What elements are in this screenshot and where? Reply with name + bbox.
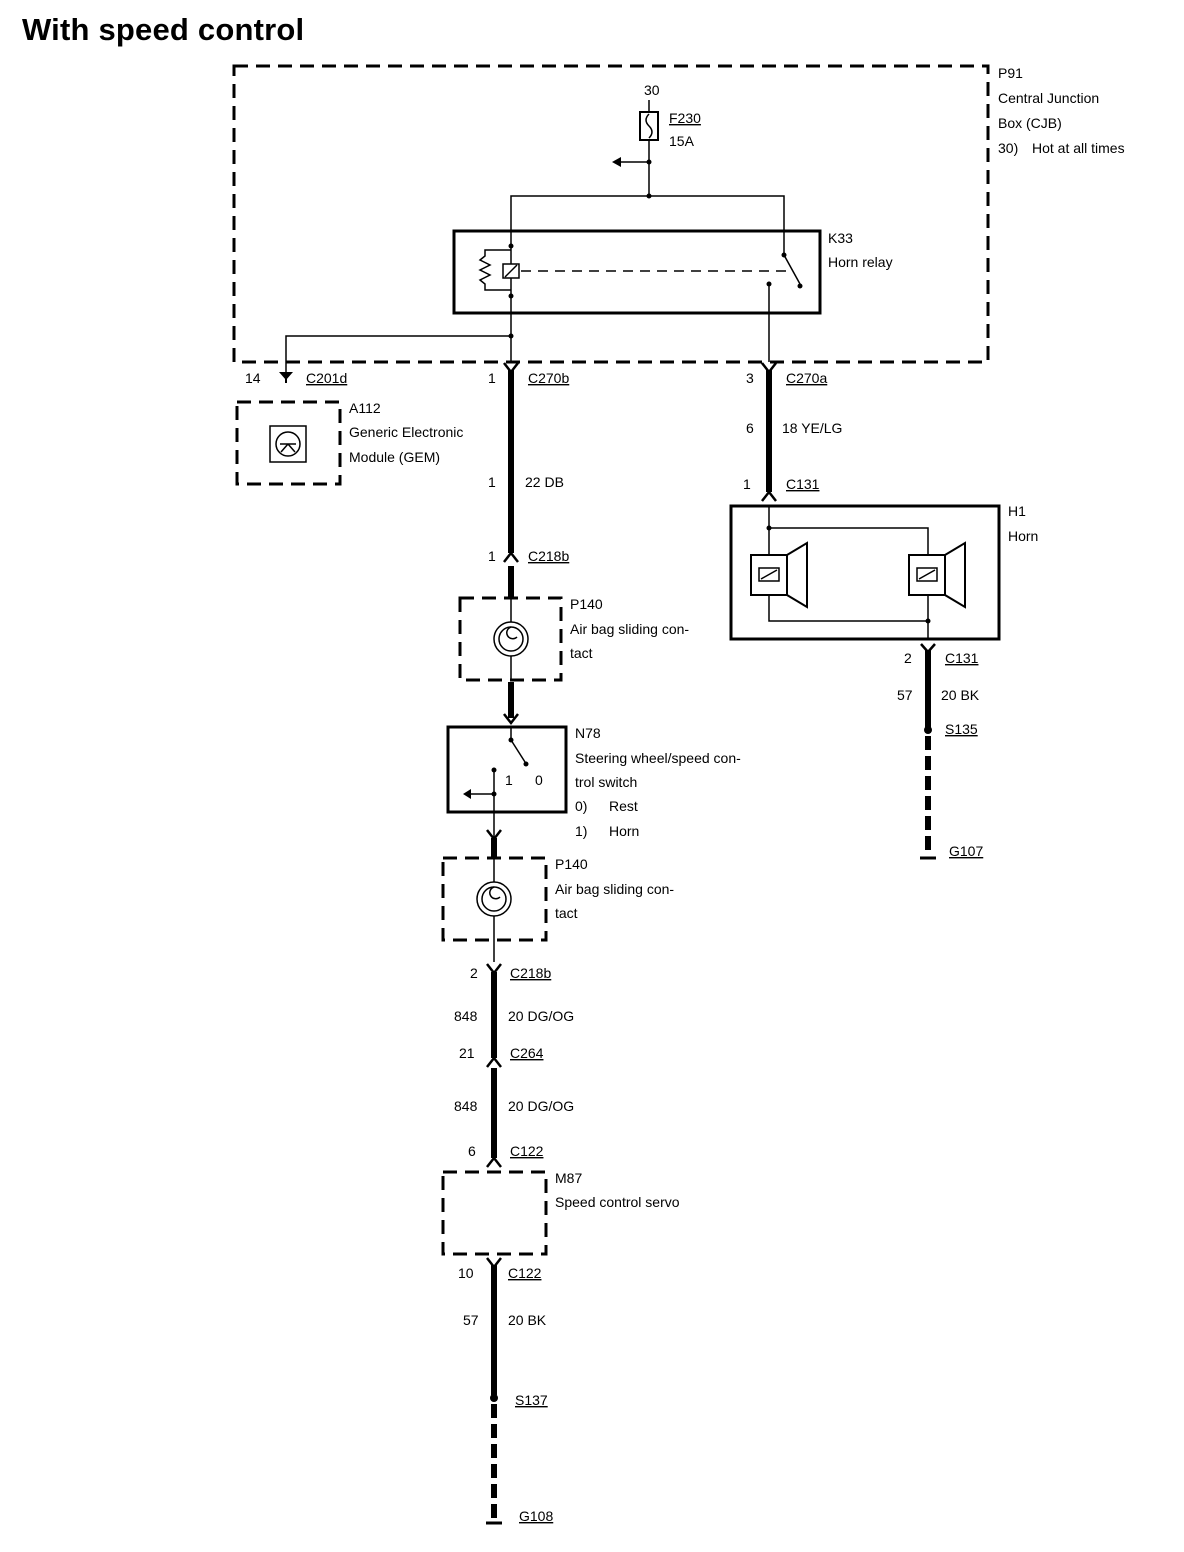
horn-feed-wire-color: 22 DB xyxy=(525,474,564,490)
airbag-sliding-contact-top: P140 Air bag sliding con- tact xyxy=(458,596,689,682)
switch-state-1-text: Horn xyxy=(609,823,639,839)
c131-top-label: C131 xyxy=(786,476,820,492)
horn-feed-circuit: 1 xyxy=(488,474,496,490)
horn-ground-wire-color: 20 BK xyxy=(941,687,980,703)
c122-top-label: C122 xyxy=(510,1143,544,1159)
fuse-id: F230 xyxy=(669,110,701,126)
horn-h1: H1 Horn xyxy=(729,503,1038,641)
relay-name: Horn relay xyxy=(828,254,893,270)
horn-relay-k33: K33 Horn relay xyxy=(452,229,893,362)
c264-pin: 21 xyxy=(459,1045,475,1061)
servo-name: Speed control servo xyxy=(555,1194,680,1210)
switch-state-0-number: 0) xyxy=(575,798,587,814)
servo-feed-circuit-1: 848 xyxy=(454,1008,478,1024)
switch-state-0-text: Rest xyxy=(609,798,638,814)
c264-label: C264 xyxy=(510,1045,544,1061)
c270b-pin: 1 xyxy=(488,370,496,386)
cjb-name-line1: Central Junction xyxy=(998,90,1099,106)
airbag-top-line1: Air bag sliding con- xyxy=(570,621,689,637)
airbag-bottom-line1: Air bag sliding con- xyxy=(555,881,674,897)
gem-name-line1: Generic Electronic xyxy=(349,424,463,440)
gem-name-line2: Module (GEM) xyxy=(349,449,440,465)
central-junction-box: P91 Central Junction Box (CJB) 30) Hot a… xyxy=(232,64,1125,364)
steering-wheel-switch: 1 0 N78 Steering wheel/speed con- trol s… xyxy=(446,725,741,840)
airbag-sliding-contact-bottom: P140 Air bag sliding con- tact xyxy=(441,856,674,962)
fuse-f230: 30 F230 15A xyxy=(612,82,701,199)
airbag-top-id: P140 xyxy=(570,596,603,612)
c218b-bottom-pin: 2 xyxy=(470,965,478,981)
servo-feed-circuit-2: 848 xyxy=(454,1098,478,1114)
airbag-bottom-id: P140 xyxy=(555,856,588,872)
servo-ground-wire: 10 C122 57 20 BK S137 G108 xyxy=(458,1257,553,1525)
c270a-pin: 3 xyxy=(746,370,754,386)
supply-label: 30 xyxy=(644,82,660,98)
horn-out-wire-color: 18 YE/LG xyxy=(782,420,842,436)
horn-feed-wire: 1 C270b 1 22 DB 1 C218b xyxy=(488,362,569,598)
airbag-bottom-line2: tact xyxy=(555,905,578,921)
switch-name-line1: Steering wheel/speed con- xyxy=(575,750,741,766)
servo-ground-circuit: 57 xyxy=(463,1312,479,1328)
fuse-rating: 15A xyxy=(669,133,695,149)
horn-out-circuit: 6 xyxy=(746,420,754,436)
splice-s135: S135 xyxy=(945,721,978,737)
c270a-label: C270a xyxy=(786,370,827,386)
speed-control-servo: M87 Speed control servo xyxy=(441,1170,680,1256)
c131-bottom-label: C131 xyxy=(945,650,979,666)
cjb-name-line2: Box (CJB) xyxy=(998,115,1062,131)
c122-bottom-label: C122 xyxy=(508,1265,542,1281)
horn-ground-wire: 2 C131 57 20 BK S135 G107 xyxy=(897,643,983,860)
gem-id: A112 xyxy=(349,400,381,416)
switch-position-1: 1 xyxy=(505,772,513,788)
c218b-bottom-label: C218b xyxy=(510,965,551,981)
diagram-title: With speed control xyxy=(22,12,305,47)
ground-g108: G108 xyxy=(519,1508,553,1524)
gem-pin: 14 xyxy=(245,370,261,386)
servo-feed-wire-color-1: 20 DG/OG xyxy=(508,1008,574,1024)
switch-name-line2: trol switch xyxy=(575,774,637,790)
ground-g107: G107 xyxy=(949,843,983,859)
servo-feed-wire: 2 C218b 848 20 DG/OG 21 C264 848 20 DG/O… xyxy=(454,963,574,1168)
gem-connector: C201d xyxy=(306,370,347,386)
splice-s137: S137 xyxy=(515,1392,548,1408)
servo-ground-wire-color: 20 BK xyxy=(508,1312,547,1328)
c270b-label: C270b xyxy=(528,370,569,386)
servo-feed-wire-color-2: 20 DG/OG xyxy=(508,1098,574,1114)
horn-output-wire: 3 C270a 6 18 YE/LG 1 C131 xyxy=(743,362,842,502)
horn-name: Horn xyxy=(1008,528,1038,544)
cjb-note-text: Hot at all times xyxy=(1032,140,1125,156)
switch-position-0: 0 xyxy=(535,772,543,788)
horn-ground-circuit: 57 xyxy=(897,687,913,703)
horn-id: H1 xyxy=(1008,503,1026,519)
switch-state-1-number: 1) xyxy=(575,823,587,839)
servo-id: M87 xyxy=(555,1170,582,1186)
c218b-top-pin: 1 xyxy=(488,548,496,564)
cjb-note-number: 30) xyxy=(998,140,1018,156)
c131-top-pin: 1 xyxy=(743,476,751,492)
cjb-id: P91 xyxy=(998,65,1023,81)
c131-bottom-pin: 2 xyxy=(904,650,912,666)
c122-bottom-pin: 10 xyxy=(458,1265,474,1281)
switch-id: N78 xyxy=(575,725,601,741)
generic-electronic-module: A112 Generic Electronic Module (GEM) xyxy=(235,400,463,486)
c122-top-pin: 6 xyxy=(468,1143,476,1159)
relay-id: K33 xyxy=(828,230,853,246)
airbag-top-line2: tact xyxy=(570,645,593,661)
c218b-top-label: C218b xyxy=(528,548,569,564)
